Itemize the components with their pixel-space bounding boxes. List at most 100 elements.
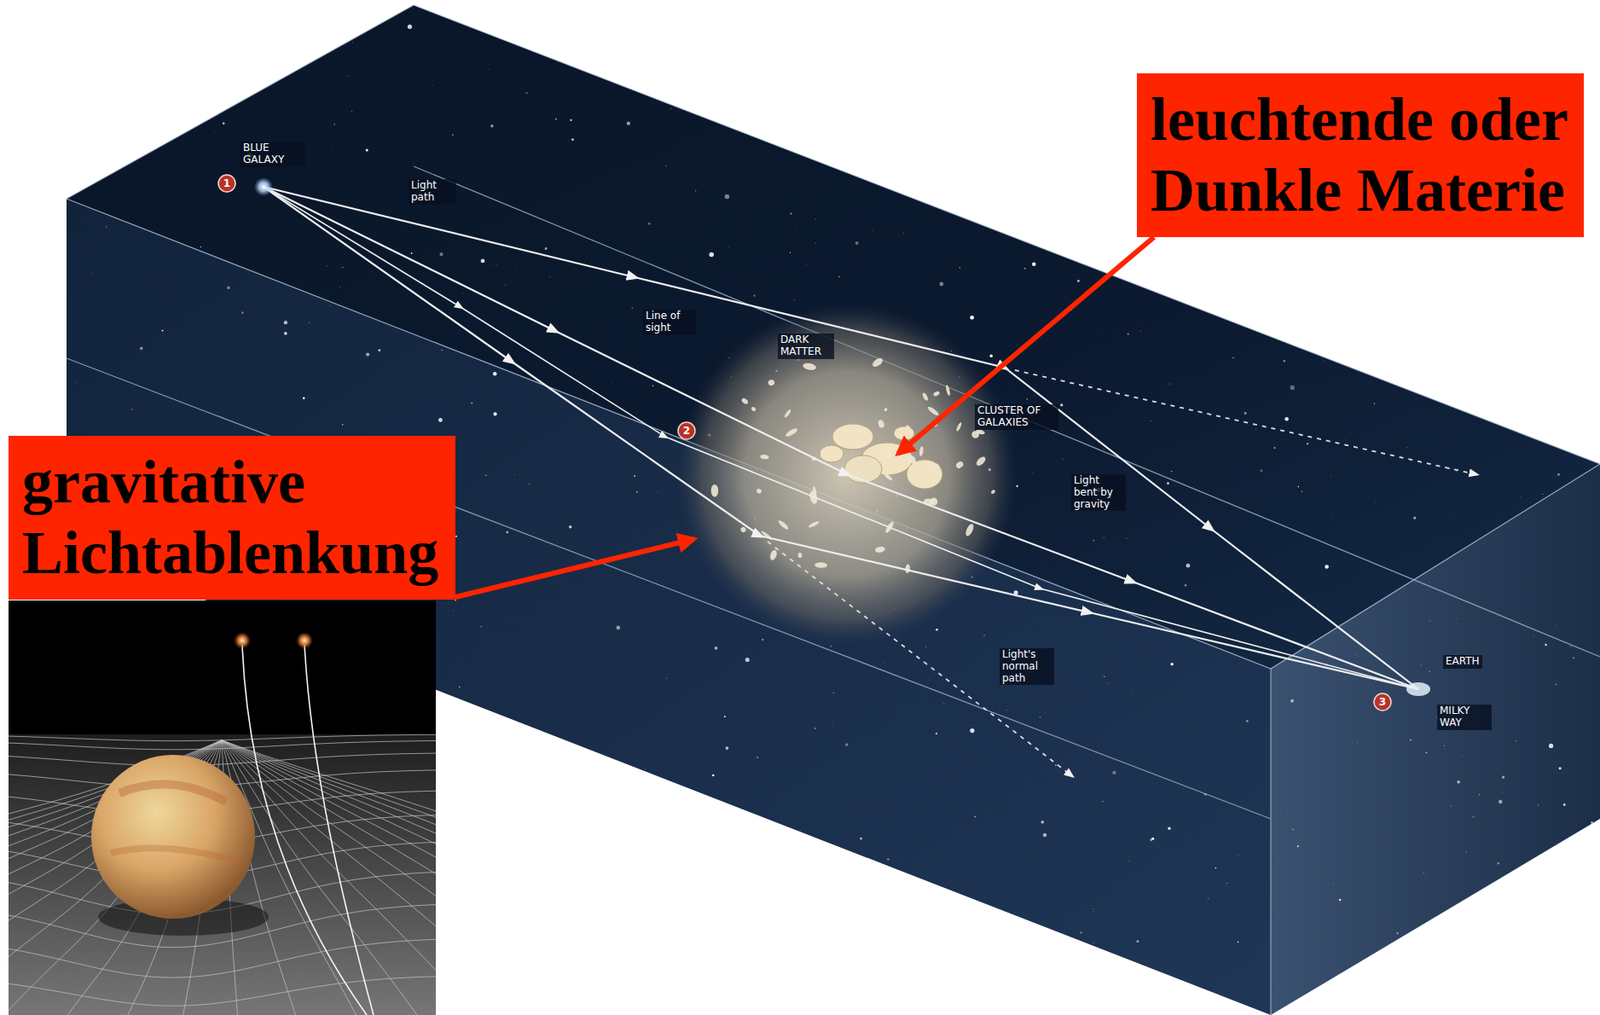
star bbox=[707, 957, 708, 959]
star bbox=[695, 190, 696, 192]
star bbox=[1324, 564, 1328, 569]
star bbox=[871, 899, 874, 902]
star bbox=[568, 525, 573, 529]
star bbox=[1426, 752, 1428, 754]
star bbox=[1043, 833, 1047, 837]
galaxy bbox=[882, 471, 893, 482]
star bbox=[547, 817, 550, 819]
star bbox=[1493, 296, 1498, 302]
star bbox=[1406, 446, 1409, 449]
star bbox=[495, 263, 498, 266]
galaxy bbox=[905, 454, 918, 466]
star bbox=[352, 41, 354, 44]
star bbox=[1112, 771, 1116, 775]
star bbox=[1246, 29, 1248, 32]
star bbox=[1089, 106, 1091, 109]
galaxy bbox=[921, 392, 930, 402]
star bbox=[1492, 959, 1495, 962]
star bbox=[525, 92, 528, 94]
star bbox=[591, 919, 594, 922]
star bbox=[407, 24, 412, 29]
star bbox=[724, 194, 731, 200]
star bbox=[591, 393, 593, 395]
star bbox=[989, 354, 993, 359]
star bbox=[481, 259, 486, 264]
star bbox=[1306, 442, 1309, 445]
star bbox=[528, 482, 531, 485]
star bbox=[1090, 83, 1093, 86]
star bbox=[693, 927, 696, 929]
star bbox=[485, 474, 487, 476]
star bbox=[651, 874, 654, 876]
star bbox=[1031, 983, 1034, 986]
star bbox=[886, 857, 889, 860]
callout-box: gravitative Lichtablenkung bbox=[8, 435, 456, 600]
star bbox=[1274, 446, 1276, 449]
star bbox=[749, 1009, 754, 1014]
grid-line bbox=[221, 740, 436, 1015]
star bbox=[505, 531, 509, 534]
star bbox=[1102, 448, 1105, 451]
star bbox=[1031, 994, 1034, 998]
star bbox=[302, 396, 306, 400]
star bbox=[492, 411, 497, 416]
star bbox=[1429, 671, 1431, 673]
star bbox=[814, 727, 817, 730]
star bbox=[521, 788, 524, 790]
star bbox=[662, 877, 665, 880]
star bbox=[1186, 563, 1191, 569]
star bbox=[411, 252, 413, 255]
star bbox=[1093, 942, 1095, 944]
star bbox=[771, 69, 773, 72]
star bbox=[1107, 60, 1109, 63]
star bbox=[844, 852, 847, 856]
star bbox=[928, 678, 930, 680]
star bbox=[1330, 517, 1333, 520]
star bbox=[1216, 282, 1218, 285]
star bbox=[503, 799, 505, 801]
star bbox=[330, 305, 332, 308]
star bbox=[1026, 398, 1028, 400]
star bbox=[476, 890, 482, 895]
star bbox=[973, 871, 975, 874]
star bbox=[1221, 293, 1224, 296]
star bbox=[1496, 862, 1500, 865]
galaxy bbox=[807, 520, 820, 529]
callout-text: leuchtende oder Dunkle Materie bbox=[1150, 84, 1571, 227]
star bbox=[1040, 820, 1044, 824]
star bbox=[236, 35, 238, 38]
grid-line bbox=[221, 740, 436, 1015]
star bbox=[1477, 309, 1482, 314]
star bbox=[1101, 800, 1104, 803]
illustration-label: Light's normal path bbox=[999, 648, 1055, 685]
star bbox=[1590, 821, 1593, 824]
star bbox=[631, 875, 634, 877]
star bbox=[84, 65, 87, 68]
star bbox=[1581, 978, 1586, 983]
star bbox=[1060, 403, 1063, 406]
star bbox=[1033, 394, 1036, 397]
star bbox=[972, 975, 975, 979]
star bbox=[1515, 740, 1517, 742]
star bbox=[1537, 804, 1539, 806]
grid-line bbox=[221, 740, 436, 1015]
star bbox=[462, 291, 464, 294]
star bbox=[1555, 625, 1558, 627]
star bbox=[1064, 44, 1068, 48]
star bbox=[816, 902, 818, 905]
grid-line bbox=[8, 976, 436, 1007]
callout-number: 2 bbox=[678, 423, 696, 438]
illustration-label: BLUE GALAXY bbox=[240, 141, 306, 168]
galaxy bbox=[814, 562, 828, 569]
star bbox=[1557, 473, 1560, 476]
galaxy bbox=[755, 487, 762, 494]
star bbox=[1562, 32, 1564, 34]
star bbox=[1498, 800, 1503, 805]
star bbox=[226, 286, 231, 290]
illustration-label: CLUSTER OF GALAXIES bbox=[974, 404, 1059, 430]
star bbox=[886, 122, 888, 125]
star bbox=[789, 212, 793, 215]
star bbox=[1354, 653, 1357, 656]
illustration-label: EARTH bbox=[1443, 655, 1483, 669]
star bbox=[1015, 16, 1019, 19]
